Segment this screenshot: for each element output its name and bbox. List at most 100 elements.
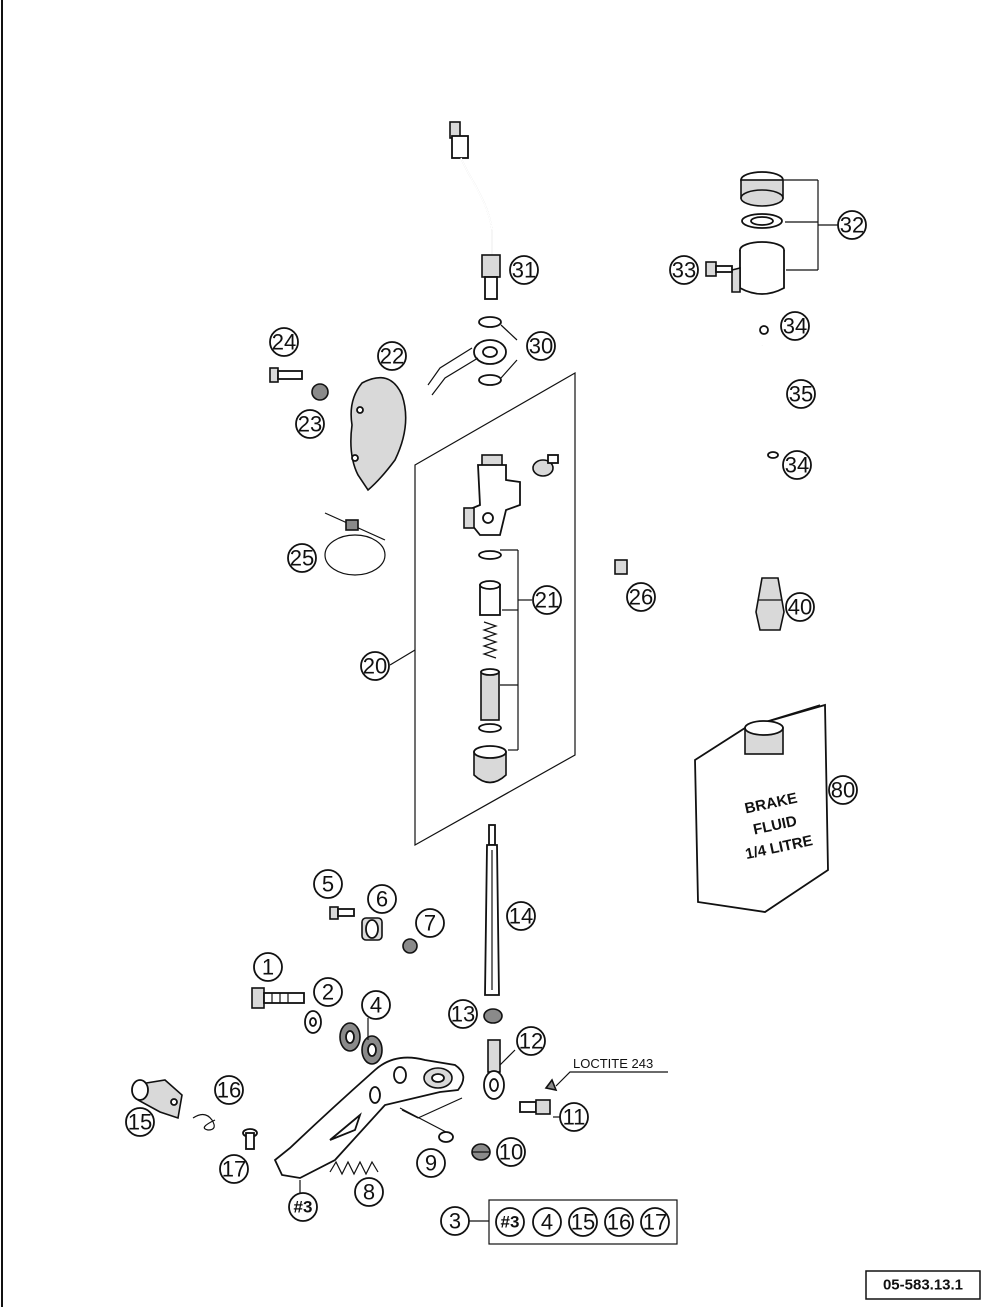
callout-5[interactable]: 5	[313, 869, 343, 899]
svg-text:5: 5	[322, 872, 334, 897]
svg-text:12: 12	[519, 1029, 543, 1054]
callout-34-lower[interactable]: 34	[782, 450, 812, 480]
callout-10[interactable]: 10	[496, 1137, 526, 1167]
callout-6[interactable]: 6	[367, 884, 397, 914]
svg-text:26: 26	[629, 585, 653, 610]
kit-item: 17	[643, 1210, 667, 1235]
svg-text:7: 7	[424, 911, 436, 936]
callout-14[interactable]: 14	[506, 901, 536, 931]
brake-pedal-part	[273, 1056, 465, 1179]
svg-text:32: 32	[840, 213, 864, 238]
callout-15[interactable]: 15	[125, 1107, 155, 1137]
svg-text:80: 80	[831, 778, 855, 803]
push-rod-part	[484, 824, 500, 996]
pin-17-part	[242, 1128, 258, 1150]
svg-text:17: 17	[222, 1157, 246, 1182]
callout-12[interactable]: 12	[516, 1026, 546, 1056]
washer-2-part	[304, 1010, 322, 1034]
callout-13[interactable]: 13	[448, 999, 478, 1029]
callout-22[interactable]: 22	[377, 341, 407, 371]
svg-text:30: 30	[529, 334, 553, 359]
svg-text:10: 10	[499, 1140, 523, 1165]
bushing-6-part	[361, 917, 383, 941]
kit-3-label: 3	[449, 1209, 461, 1234]
svg-text:40: 40	[788, 595, 812, 620]
svg-text:31: 31	[512, 258, 536, 283]
callout-35[interactable]: 35	[786, 379, 816, 409]
callout-1[interactable]: 1	[253, 952, 283, 982]
callout-21[interactable]: 21	[532, 585, 562, 615]
screw-5-part	[329, 906, 355, 920]
svg-text:34: 34	[783, 314, 807, 339]
svg-text:6: 6	[376, 887, 388, 912]
callout-23[interactable]: 23	[295, 409, 325, 439]
svg-text:22: 22	[380, 344, 404, 369]
callout-30[interactable]: 30	[526, 331, 556, 361]
assembly-20-frame	[414, 371, 576, 847]
callout-11[interactable]: 11	[559, 1102, 589, 1132]
kit-item: 16	[607, 1210, 631, 1235]
bolt-1-part	[251, 987, 305, 1009]
screw-33-part	[705, 261, 733, 277]
callout-16[interactable]: 16	[214, 1075, 244, 1105]
callout-pedal-ref[interactable]: #3	[288, 1192, 318, 1222]
washer-7-part	[402, 938, 418, 954]
svg-text:25: 25	[290, 546, 314, 571]
callout-80[interactable]: 80	[828, 775, 858, 805]
nut-23-part	[311, 383, 329, 401]
svg-text:21: 21	[535, 588, 559, 613]
callout-4[interactable]: 4	[361, 990, 391, 1020]
screw-24-part	[269, 367, 303, 383]
clip-26-part	[614, 559, 628, 575]
callout-40[interactable]: 40	[785, 592, 815, 622]
svg-text:15: 15	[128, 1110, 152, 1135]
callout-34-upper[interactable]: 34	[780, 311, 810, 341]
callout-9[interactable]: 9	[416, 1148, 446, 1178]
master-cylinder-part	[463, 454, 559, 536]
callout-26[interactable]: 26	[626, 582, 656, 612]
callout-7[interactable]: 7	[415, 908, 445, 938]
svg-text:2: 2	[322, 980, 334, 1005]
eyelet-12-part	[483, 1039, 505, 1100]
spring-8-part	[329, 1160, 379, 1176]
callout-17[interactable]: 17	[219, 1154, 249, 1184]
washer-9-part	[438, 1131, 454, 1143]
kit-3-group[interactable]: 3 #3 4 15 16 17	[440, 1199, 678, 1245]
guard-22-part	[350, 376, 407, 492]
svg-text:35: 35	[789, 382, 813, 407]
callout-33[interactable]: 33	[669, 255, 699, 285]
reference-number: 05-583.13.1	[883, 1277, 963, 1294]
callout-32[interactable]: 32	[837, 210, 867, 240]
callout-25[interactable]: 25	[287, 543, 317, 573]
hose-clamps-part	[758, 325, 779, 459]
callout-24[interactable]: 24	[269, 327, 299, 357]
loctite-note: LOCTITE 243	[573, 1056, 653, 1071]
kit-item: #3	[501, 1213, 520, 1232]
cable-tie-part	[324, 512, 386, 576]
brake-fluid-container: BRAKE FLUID 1/4 LITRE	[694, 703, 829, 913]
svg-text:9: 9	[425, 1151, 437, 1176]
nut-13-part	[483, 1008, 503, 1024]
svg-text:4: 4	[370, 993, 382, 1018]
svg-text:16: 16	[217, 1078, 241, 1103]
reference-box: 05-583.13.1	[865, 1270, 981, 1300]
kit-item: 4	[541, 1210, 553, 1235]
callout-8[interactable]: 8	[354, 1177, 384, 1207]
svg-text:11: 11	[563, 1105, 586, 1130]
kit-item: 15	[571, 1210, 595, 1235]
svg-text:23: 23	[298, 412, 322, 437]
callout-20[interactable]: 20	[360, 651, 390, 681]
svg-text:13: 13	[451, 1002, 475, 1027]
svg-text:8: 8	[363, 1180, 375, 1205]
svg-text:33: 33	[672, 258, 696, 283]
reservoir-part	[731, 171, 840, 295]
spring-clip-16-part	[192, 1113, 216, 1131]
svg-text:#3: #3	[294, 1198, 313, 1217]
svg-text:1: 1	[262, 955, 274, 980]
callout-31[interactable]: 31	[509, 255, 539, 285]
svg-text:24: 24	[272, 330, 296, 355]
bolt-11-part	[519, 1078, 558, 1115]
svg-text:20: 20	[363, 654, 387, 679]
callout-2[interactable]: 2	[313, 977, 343, 1007]
